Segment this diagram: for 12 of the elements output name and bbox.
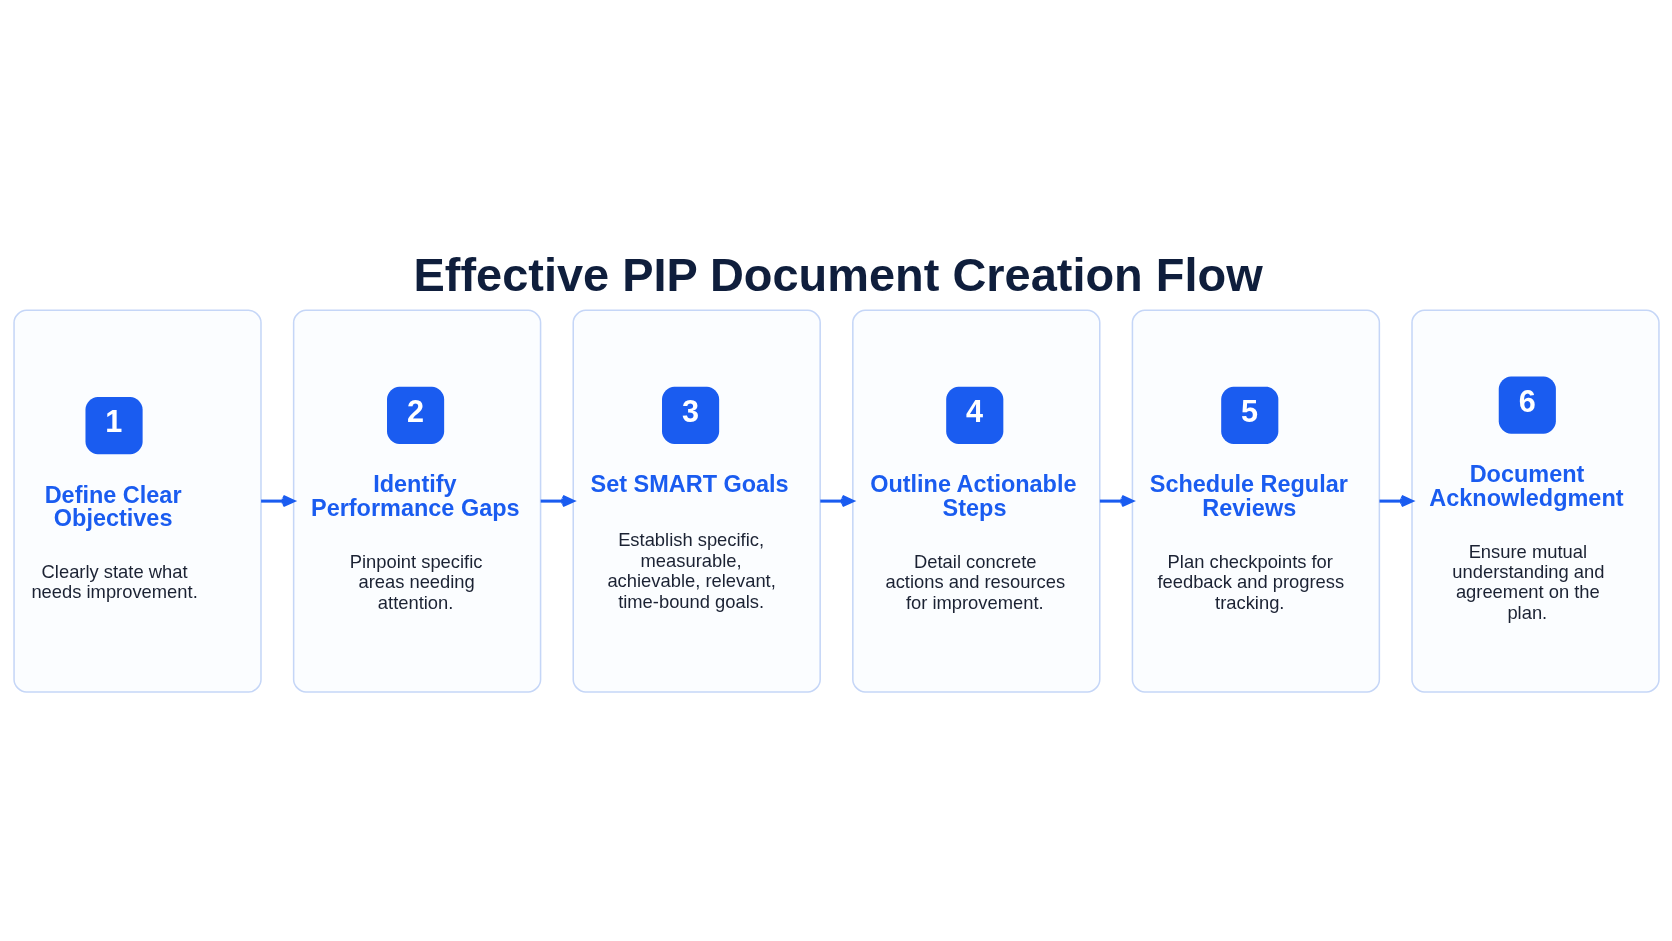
node-box: 1 Define Clear Objectives Clearly state what needs improvement.: [12, 309, 262, 693]
arrow: [1378, 494, 1413, 507]
node-box: 4 Outline Actionable Steps Detail concrete actions and resources for improvement.: [851, 309, 1101, 693]
diagram-title: Effective PIP Document Creation Flow: [413, 248, 1263, 301]
arrow: [260, 494, 295, 507]
node-box: 2 Identify Performance Gaps Pinpoint specific areas needing attention.: [292, 309, 541, 693]
node-box: 3 Set SMART Goals Establish specific, measurable, achievable, relevant, time-bound goals.: [571, 309, 821, 693]
arrow: [819, 494, 854, 507]
arrow: [1099, 494, 1134, 507]
node-box: 5 Schedule Regular Reviews Plan checkpoints for feedback and progress tracking.: [1131, 309, 1380, 693]
node-box: 6 Document Acknowledgment Ensure mutual understanding and agreement on the plan.: [1410, 309, 1660, 693]
arrow: [540, 494, 575, 507]
